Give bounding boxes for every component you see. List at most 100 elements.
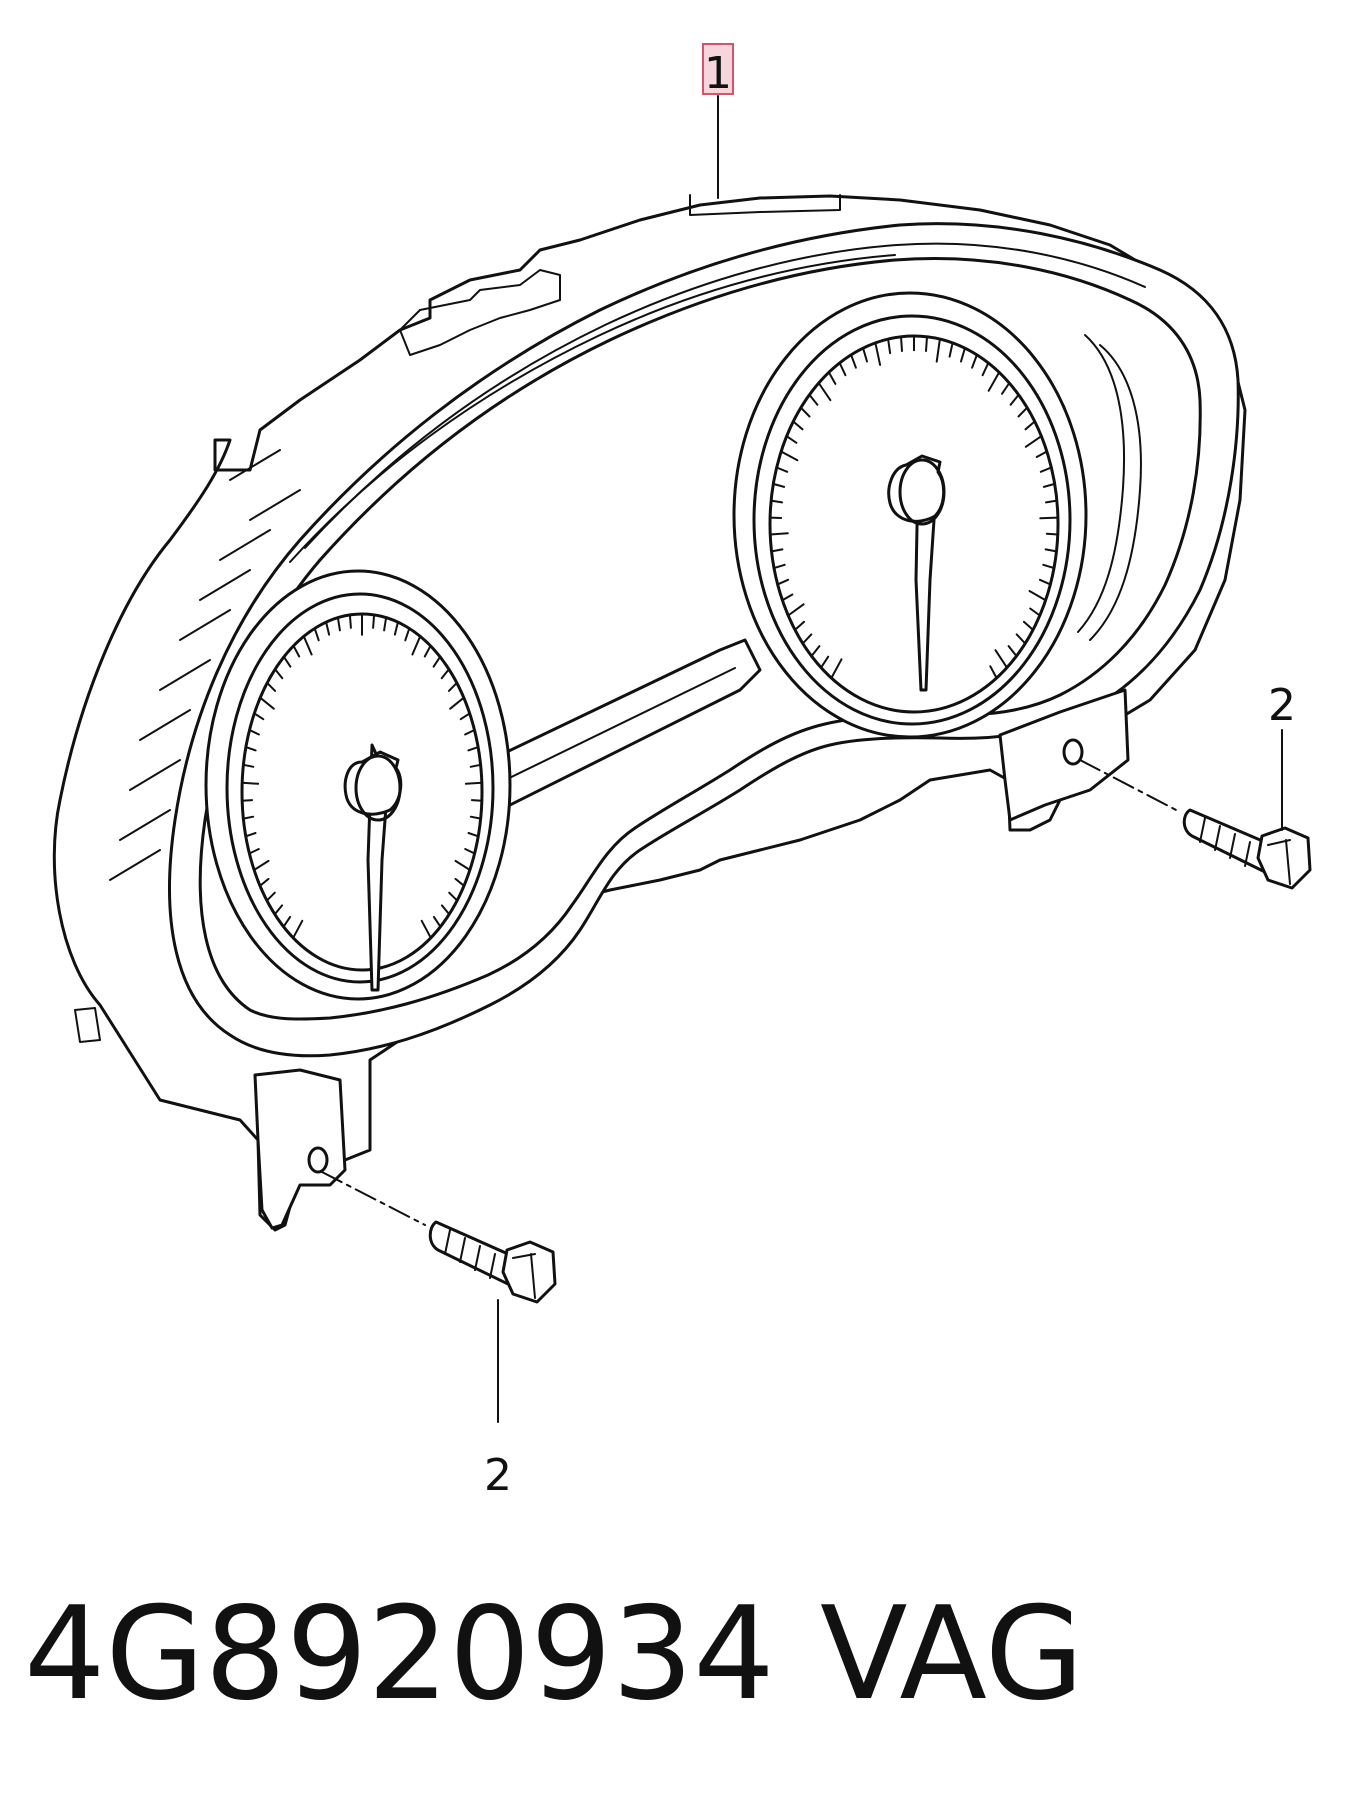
right-gauge-tick — [799, 406, 811, 418]
left-gauge-tick — [404, 627, 411, 642]
right-gauge-tick — [900, 335, 903, 352]
left-gauge-tick — [242, 763, 255, 768]
right-gauge-tick — [1039, 466, 1053, 473]
left-gauge-tick — [282, 655, 292, 668]
left-gauge-tick — [302, 635, 313, 656]
left-gauge-tick — [372, 613, 376, 629]
right-gauge-tick — [1035, 450, 1048, 458]
left-gauge-tick — [248, 848, 260, 855]
right-gauge-tick — [994, 649, 1008, 669]
right-gauge-tick — [810, 645, 821, 658]
left-gauge-tick — [253, 859, 270, 871]
right-gauge-tick — [1022, 620, 1034, 631]
rear-connector-block — [399, 269, 561, 356]
left-gauge-tick — [259, 696, 275, 710]
right-gauge-tick — [1015, 633, 1027, 645]
left-gauge-tick — [454, 859, 471, 871]
right-gauge-tick — [1029, 607, 1041, 617]
left-gauge-tick — [440, 668, 450, 680]
right-display-edge — [1089, 344, 1142, 641]
screw-right-axis — [1079, 759, 1181, 813]
right-gauge-tick — [874, 341, 882, 366]
right-gauge-tick — [1044, 548, 1058, 553]
rear-slot-left — [74, 1007, 101, 1043]
right-gauge-tick — [989, 665, 998, 679]
right-gauge-tick — [1009, 393, 1020, 406]
right-gauge-tick — [780, 450, 799, 462]
right-gauge-tick — [787, 603, 805, 617]
callout-2-right[interactable]: 2 — [1268, 680, 1296, 831]
right-gauge-tick — [850, 353, 857, 369]
screw-right[interactable] — [1079, 759, 1312, 890]
right-gauge-tick — [772, 482, 786, 488]
right-gauge-tick — [981, 362, 990, 377]
left-gauge-tick — [292, 644, 301, 658]
screw-right-thread — [1182, 808, 1274, 874]
left-gauge-tick — [292, 919, 304, 939]
callout-2-right-label: 2 — [1268, 680, 1296, 731]
right-gauge-tick — [862, 347, 868, 363]
screw-right-head — [1256, 826, 1312, 890]
right-gauge-tick — [785, 435, 798, 444]
left-gauge-tick — [469, 763, 482, 768]
left-gauge-tick — [454, 877, 465, 887]
left-gauge-tick — [253, 712, 265, 721]
left-gauge-tick — [420, 919, 432, 939]
right-gauge-tick — [1045, 499, 1058, 504]
screw-bottom-head — [501, 1240, 557, 1304]
rear-rib-lines — [109, 449, 301, 881]
right-gauge-hub-ring — [898, 458, 946, 526]
screw-right-thread-lines — [1199, 817, 1251, 867]
callout-1[interactable]: 1 — [702, 43, 734, 199]
right-gauge-tick — [838, 362, 847, 377]
left-gauge-tick — [282, 915, 292, 928]
right-gauge-tick — [773, 563, 786, 570]
left-gauge-tick — [242, 815, 255, 820]
bezel-inner-3 — [289, 254, 896, 563]
left-gauge-tick — [274, 668, 284, 680]
right-gauge-ring-inner — [752, 314, 1072, 726]
screw-right-head-flange — [1267, 839, 1291, 885]
left-gauge-tick — [459, 712, 471, 721]
part-number-label: 4G8920934 — [24, 1580, 775, 1729]
right-gauge — [732, 291, 1088, 739]
left-gauge-ring-inner — [225, 592, 495, 984]
right-gauge-tick — [1024, 435, 1043, 448]
right-gauge-tick — [770, 499, 783, 504]
right-gauge-tick — [987, 371, 1001, 392]
right-gauge-tick — [1017, 406, 1029, 418]
left-gauge-tick — [313, 627, 320, 642]
left-gauge-tick — [469, 815, 482, 820]
callout-1-label: 1 — [704, 48, 732, 99]
left-gauge-tick — [259, 877, 270, 887]
left-gauge-tick — [244, 746, 257, 752]
right-gauge-tick — [808, 393, 819, 406]
left-gauge-tick — [336, 616, 341, 632]
instrument-cluster — [52, 194, 1247, 1232]
mount-tab-left — [253, 1068, 347, 1230]
left-gauge-tick — [470, 799, 483, 802]
right-gauge-tick — [1042, 482, 1056, 488]
left-gauge-tick — [464, 848, 476, 855]
right-gauge-tick — [1001, 382, 1011, 395]
right-gauge-tick — [781, 593, 794, 602]
left-gauge-hub-ring — [354, 754, 402, 822]
callout-2-bottom[interactable]: 2 — [484, 1299, 512, 1501]
right-gauge-tick — [820, 655, 830, 669]
rear-top-tab — [689, 194, 841, 216]
right-gauge-tick — [925, 335, 928, 352]
right-gauge-tick — [1028, 590, 1047, 602]
right-gauge-tick — [948, 341, 954, 358]
left-gauge-tick — [464, 729, 476, 736]
bezel-inner-2 — [304, 242, 1146, 549]
right-gauge-tick — [971, 353, 978, 369]
right-gauge-tick — [770, 548, 784, 553]
left-gauge-tick — [383, 616, 388, 632]
left-gauge-tick — [248, 729, 260, 736]
left-gauge-tick — [241, 781, 260, 785]
screw-bottom[interactable] — [321, 1171, 557, 1304]
screw-bottom-thread — [428, 1220, 519, 1287]
right-gauge-tick — [830, 658, 843, 679]
right-gauge-tick — [801, 633, 813, 645]
right-gauge-tick — [1038, 578, 1052, 586]
